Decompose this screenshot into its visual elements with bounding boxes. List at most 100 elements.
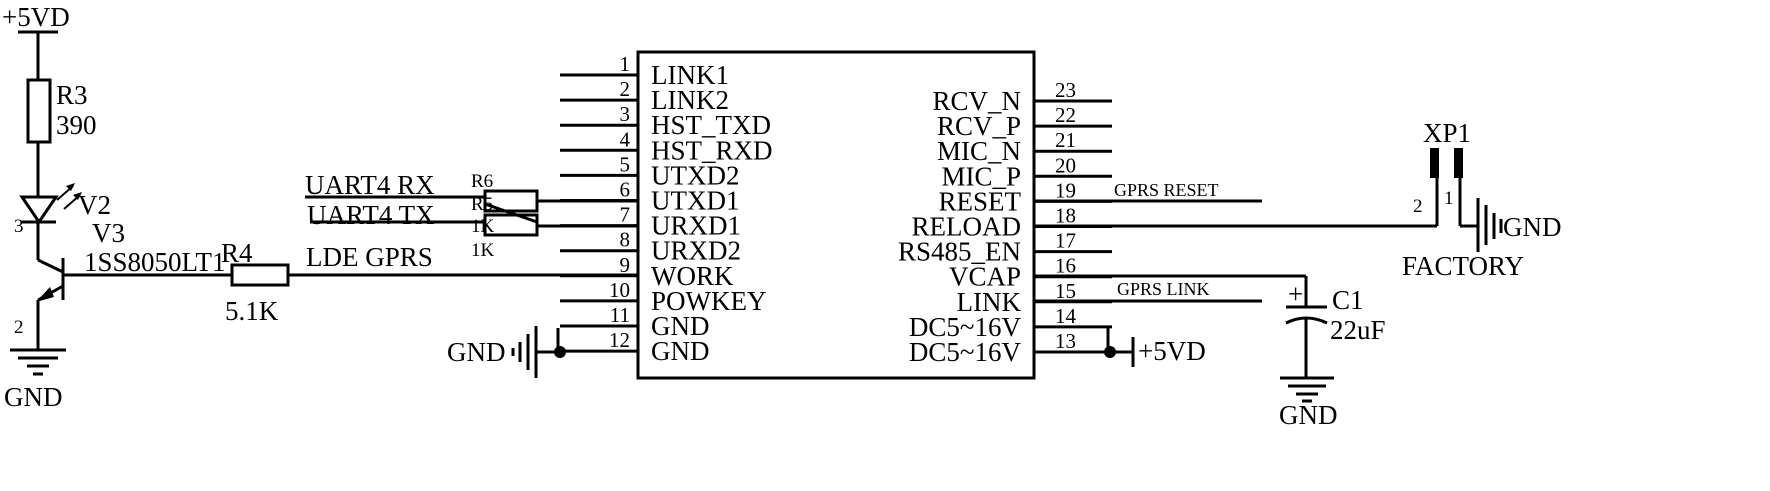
gnd-symbol-xp1 — [1476, 198, 1503, 252]
gnd-xp1-label: GND — [1503, 212, 1562, 242]
pin-name: DC5~16V — [909, 337, 1022, 367]
pin-name: UTXD1 — [651, 186, 740, 216]
pin-number: 18 — [1055, 204, 1076, 228]
pin-name: RCV_N — [932, 86, 1021, 116]
wire-uart-cross — [484, 202, 538, 224]
r3-ref: R3 — [56, 80, 88, 110]
r5-ref: R5 — [471, 194, 493, 215]
pin-number: 20 — [1055, 153, 1076, 177]
pin-name: WORK — [651, 261, 734, 291]
r3-resistor — [26, 78, 52, 144]
pin-number: 6 — [620, 178, 631, 202]
xp1-pin1-label: 1 — [1444, 188, 1454, 209]
gnd-cap-label: GND — [1279, 400, 1338, 430]
module-pin-left: 8 URXD2 — [560, 228, 741, 266]
net-uart4-tx: UART4 TX — [307, 200, 435, 230]
r5-value: 1K — [471, 240, 495, 261]
pin-number: 8 — [620, 228, 631, 252]
pin-number: 4 — [620, 127, 631, 151]
pin-name: MIC_P — [941, 161, 1021, 191]
pin-number: 3 — [620, 102, 631, 126]
pin-name: UTXD2 — [651, 160, 740, 190]
pin-number: 14 — [1055, 304, 1077, 328]
pin-name: URXD2 — [651, 236, 741, 266]
pin-number: 1 — [620, 52, 631, 76]
net-uart4-rx: UART4 RX — [305, 170, 435, 200]
v3-part: 1SS8050LT1 — [84, 247, 226, 277]
pin-number: 7 — [620, 203, 631, 227]
gnd-symbol-transistor — [10, 348, 66, 376]
xp1-ref: XP1 — [1423, 118, 1471, 148]
v3-transistor — [36, 258, 65, 302]
module-pin-left: 1 LINK1 — [560, 52, 729, 90]
v2-ref: V2 — [78, 190, 111, 220]
pin-name: RCV_P — [937, 111, 1021, 141]
pin-number: 2 — [620, 77, 631, 101]
module-left-pins: 1 LINK1 2 LINK2 3 HST_TXD 4 HST_RXD 5 UTXD2 6 UTXD1… — [560, 52, 773, 366]
pin-number: 17 — [1055, 229, 1076, 253]
gnd-module-label: GND — [447, 337, 506, 367]
gnd-symbol-cap — [1280, 376, 1334, 403]
r6-ref: R6 — [471, 171, 493, 192]
gnd-symbol-module — [511, 326, 538, 378]
c1-polarity: + — [1288, 279, 1303, 309]
pin-name: HST_RXD — [651, 135, 773, 165]
c1-value: 22uF — [1330, 315, 1386, 345]
module-pin-right: 20 MIC_P — [941, 153, 1112, 191]
pin-name: DC5~16V — [909, 312, 1022, 342]
r4-ref: R4 — [221, 238, 253, 268]
pin-number: 12 — [609, 328, 630, 352]
pin-name: LINK1 — [651, 60, 729, 90]
r6-value: 1K — [471, 216, 495, 237]
xp1-pin2-body — [1430, 148, 1439, 178]
pin-name: RS485_EN — [898, 237, 1021, 267]
pin-number: 15 — [1055, 279, 1076, 303]
module-pin-left: 6 UTXD1 — [560, 178, 740, 216]
v3-pin3-label: 3 — [14, 216, 24, 237]
pin-number: 5 — [620, 152, 631, 176]
pin-name: RELOAD — [912, 212, 1022, 242]
pin-name: VCAP — [949, 262, 1021, 292]
module-pin-right: 17 RS485_EN — [898, 229, 1112, 267]
module-pin-left: 4 HST_RXD — [560, 127, 773, 165]
v2-led — [19, 183, 82, 225]
pin-name: MIC_N — [937, 136, 1021, 166]
xp1-pin2-label: 2 — [1413, 196, 1423, 217]
module-pin-left: 5 UTXD2 — [560, 152, 740, 190]
pin-name: HST_TXD — [651, 110, 771, 140]
pin-number: 11 — [610, 303, 630, 327]
module-pin-left: 3 HST_TXD — [560, 102, 771, 140]
pin-number: 23 — [1055, 78, 1076, 102]
pin-name: POWKEY — [651, 286, 767, 316]
module-pin-left: 12 GND — [560, 328, 710, 366]
net-gprs-reset: GPRS RESET — [1114, 180, 1219, 200]
pin-number: 16 — [1055, 254, 1076, 278]
xp1-name: FACTORY — [1402, 251, 1524, 281]
c1-ref: C1 — [1332, 285, 1364, 315]
module-pin-right: 18 RELOAD — [912, 204, 1112, 242]
module-pin-left: 10 POWKEY — [560, 278, 767, 316]
net-gprs-link: GPRS LINK — [1117, 279, 1210, 299]
r4-value: 5.1K — [225, 296, 279, 326]
pin-number: 9 — [620, 253, 631, 277]
pin-name: LINK2 — [651, 85, 729, 115]
pin-name: GND — [651, 336, 710, 366]
pin-number: 10 — [609, 278, 630, 302]
module-pin-left: 9 WORK — [560, 253, 734, 291]
v3-pin2-label: 2 — [14, 317, 24, 338]
r3-value: 390 — [56, 110, 97, 140]
v3-ref: V3 — [92, 218, 125, 248]
gprs-module-body — [636, 50, 1036, 380]
gnd-transistor-label: GND — [4, 382, 63, 412]
module-pin-left: 2 LINK2 — [560, 77, 729, 115]
pin-number: 19 — [1055, 178, 1076, 202]
pin-name: RESET — [938, 186, 1021, 216]
module-pin-right: 23 RCV_N — [932, 78, 1112, 116]
